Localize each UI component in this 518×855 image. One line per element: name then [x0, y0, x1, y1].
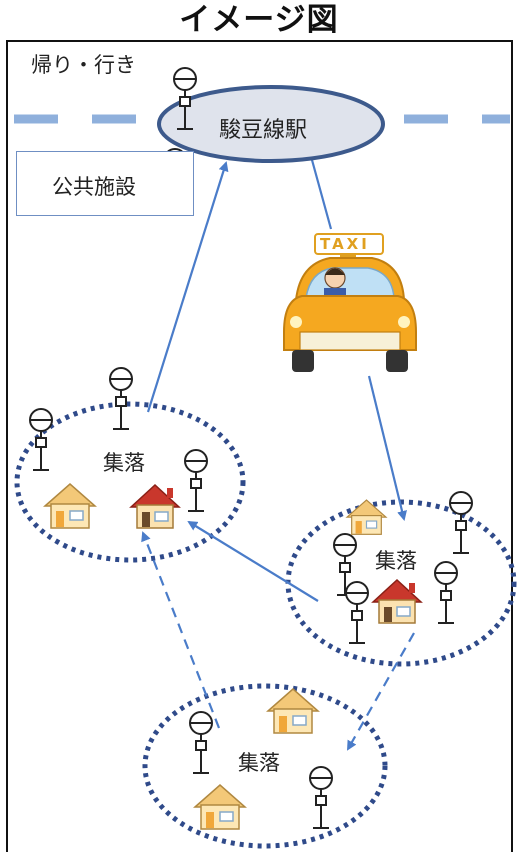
house-icon [372, 579, 422, 624]
village-label: 集落 [375, 549, 417, 573]
bus-stop-icon [434, 561, 458, 624]
taxi-sign-label: TAXI [320, 235, 370, 253]
route-arrow-to-station [146, 161, 229, 413]
route-arrow-village-to-village [187, 520, 319, 602]
bus-stop-icon [29, 408, 53, 471]
public-facility-box [16, 151, 194, 216]
bus-stop-icon [109, 367, 133, 430]
bus-stop-icon [449, 491, 473, 554]
house-icon [130, 484, 180, 529]
village-area-3 [142, 683, 388, 849]
route-arrow-dashed-up [141, 531, 221, 729]
house-icon [194, 784, 246, 830]
direction-legend-label: 帰り・行き [31, 53, 136, 77]
taxi-icon [283, 233, 417, 372]
route-arrow-dashed-down [347, 632, 415, 751]
diagram-frame [6, 40, 513, 852]
route-arrow-taxi-to-village [367, 375, 407, 521]
house-icon [267, 688, 319, 734]
facility-label: 公共施設 [52, 175, 136, 199]
route-line-from-station [310, 159, 333, 230]
village-label: 集落 [238, 751, 280, 775]
station-label: 駿豆線駅 [219, 118, 308, 143]
bus-stop-icon [184, 449, 208, 512]
house-icon [346, 499, 387, 535]
bus-stop-icon [345, 581, 369, 644]
page-title: イメージ図 [179, 2, 339, 38]
bus-stop-icon [309, 766, 333, 829]
bus-stop-icon [189, 711, 213, 774]
house-icon [44, 483, 96, 529]
station-node [157, 85, 385, 163]
village-area-1 [14, 401, 246, 563]
village-label: 集落 [103, 451, 145, 475]
